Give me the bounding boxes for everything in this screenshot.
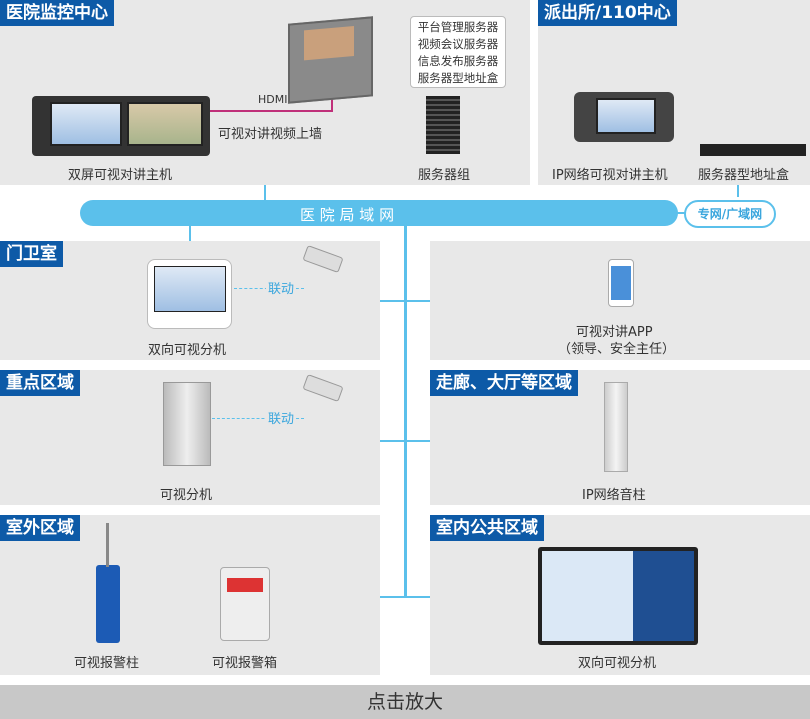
monitoring-center-panel: 医院监控中心 双屏可视对讲主机 HDMI 可视对讲视频上墙 平台管理服务器 视频…	[0, 0, 530, 185]
two-way-extension-image[interactable]	[147, 259, 232, 329]
police-center-panel: 派出所/110中心 IP网络可视对讲主机 服务器型地址盒	[538, 0, 810, 185]
panel-title: 室外区域	[0, 515, 80, 541]
link-line	[380, 596, 430, 598]
panel-title: 室内公共区域	[430, 515, 544, 541]
panel-title: 重点区域	[0, 370, 80, 396]
lan-bar	[80, 200, 678, 226]
host-label: IP网络可视对讲主机	[552, 168, 668, 183]
trunk-line	[404, 226, 407, 598]
link-line	[380, 440, 430, 442]
zoom-button[interactable]: 点击放大	[0, 685, 810, 719]
server-item: 视频会议服务器	[417, 37, 499, 51]
server-item: 平台管理服务器	[417, 20, 499, 34]
panel-title: 医院监控中心	[0, 0, 114, 26]
gate-panel: 门卫室 联动 双向可视分机	[0, 241, 380, 360]
box-label: 可视报警箱	[212, 656, 278, 671]
server-group-label: 服务器组	[418, 168, 471, 183]
app-sublabel: （领导、安全主任）	[558, 342, 676, 357]
smartphone-image[interactable]	[608, 259, 634, 307]
key-area-panel: 重点区域 联动 可视分机	[0, 370, 380, 505]
server-rack-image[interactable]	[426, 96, 460, 154]
link-line	[189, 226, 191, 241]
link-line	[264, 185, 266, 201]
camera-icon	[302, 244, 344, 274]
dual-screen-host-image[interactable]	[32, 96, 210, 156]
box-label: 服务器型地址盒	[698, 168, 790, 183]
device-label: IP网络音柱	[582, 488, 646, 503]
speaker-column-image[interactable]	[604, 382, 628, 472]
link-line	[676, 212, 686, 214]
alarm-pillar-image[interactable]	[96, 565, 120, 643]
pole-icon	[106, 523, 109, 567]
link-label: 联动	[266, 408, 297, 427]
device-label: 双向可视分机	[578, 656, 657, 671]
camera-icon	[302, 373, 344, 403]
server-item: 信息发布服务器	[417, 54, 499, 68]
panel-title: 门卫室	[0, 241, 63, 267]
host-label: 双屏可视对讲主机	[68, 168, 173, 183]
link-line	[380, 300, 430, 302]
alarm-box-image[interactable]	[220, 567, 270, 641]
app-label: 可视对讲APP	[576, 325, 653, 340]
outdoor-panel: 室外区域 可视报警柱 可视报警箱	[0, 515, 380, 675]
server-list-callout: 平台管理服务器 视频会议服务器 信息发布服务器 服务器型地址盒	[410, 16, 506, 88]
panel-title: 派出所/110中心	[538, 0, 677, 26]
corridor-panel: 走廊、大厅等区域 IP网络音柱	[430, 370, 810, 505]
device-label: 双向可视分机	[148, 343, 227, 358]
video-extension-image[interactable]	[163, 382, 211, 466]
panel-title: 走廊、大厅等区域	[430, 370, 578, 396]
link-line	[737, 185, 739, 197]
indoor-panel: 室内公共区域 双向可视分机	[430, 515, 810, 675]
wan-cloud: 专网/广域网	[684, 200, 776, 228]
server-item: 服务器型地址盒	[417, 71, 499, 85]
hdmi-label: HDMI	[258, 93, 288, 106]
app-panel: 可视对讲APP （领导、安全主任）	[430, 241, 810, 360]
link-dashed	[212, 418, 304, 419]
link-label: 联动	[266, 278, 297, 297]
address-box-image[interactable]	[700, 144, 806, 156]
device-label: 可视分机	[160, 488, 213, 503]
video-wall-label: 可视对讲视频上墙	[218, 127, 323, 142]
hdmi-line	[331, 95, 333, 112]
pillar-label: 可视报警柱	[74, 656, 140, 671]
two-way-extension-image[interactable]	[538, 547, 698, 645]
lan-label: 医 院 局 域 网	[300, 206, 395, 224]
ip-intercom-host-image[interactable]	[574, 92, 674, 142]
video-wall-image[interactable]	[288, 16, 373, 104]
hdmi-line	[210, 110, 333, 112]
